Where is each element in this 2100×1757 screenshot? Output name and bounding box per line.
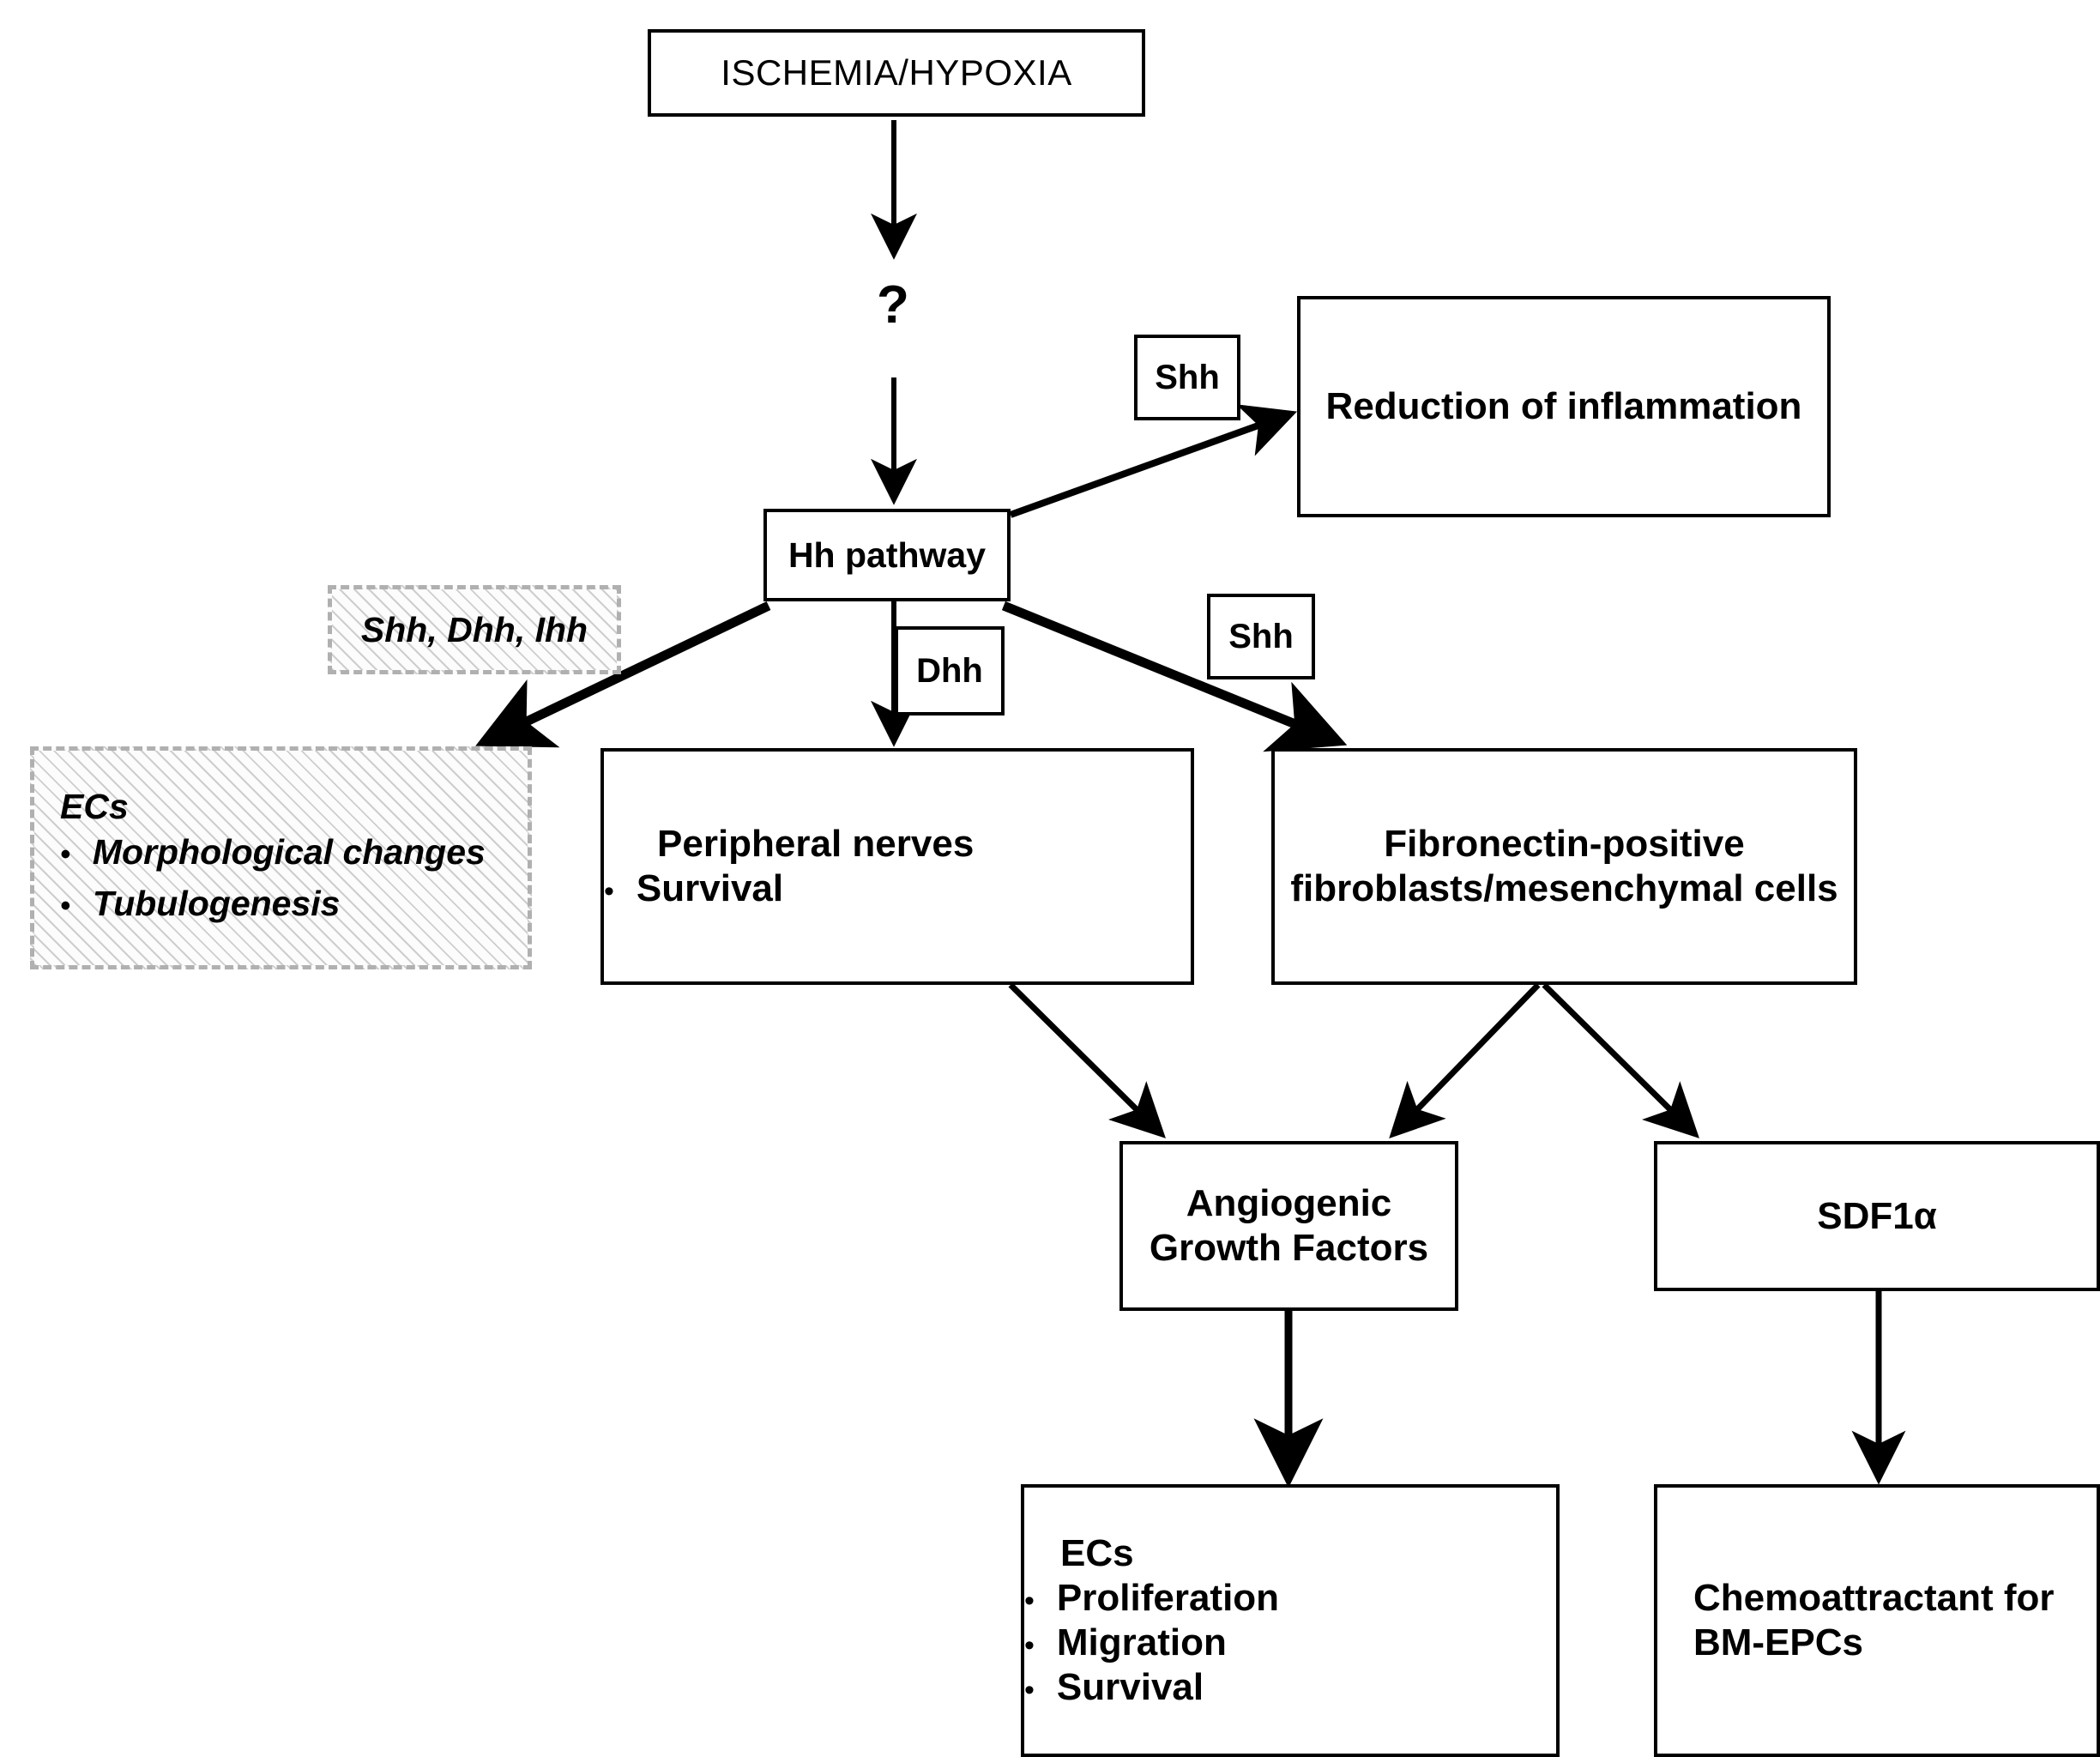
- bullet-dot: •: [1024, 1629, 1035, 1662]
- bullet-dot: •: [1024, 1585, 1035, 1618]
- node-chemoattractant-line1: Chemoattractant for: [1693, 1577, 2055, 1620]
- node-fibronectin-fibroblasts[interactable]: Fibronectin-positive fibroblasts/mesench…: [1271, 748, 1857, 985]
- bullet-dot: •: [604, 875, 614, 908]
- node-fibronectin-line2: fibroblasts/mesenchymal cells: [1290, 867, 1838, 909]
- node-angiogenic-growth-factors-line2: Growth Factors: [1149, 1227, 1429, 1269]
- bullet-label: Tubulogenesis: [92, 883, 341, 923]
- edge-label-shh-dhh-ihh: Shh, Dhh, Ihh: [328, 585, 621, 674]
- node-ecs-hatched-title: ECs: [60, 787, 129, 827]
- node-peripheral-nerves[interactable]: Peripheral nerves • Survival: [600, 748, 1194, 985]
- bullet-label: Migration: [1056, 1621, 1227, 1663]
- node-chemoattractant-line2: BM-EPCs: [1693, 1621, 1864, 1663]
- edge-label-shh-inflammation-text: Shh: [1155, 358, 1220, 396]
- edge-fibronectin-to-sdf1a: [1542, 982, 1699, 1138]
- edge-label-shh-fibronectin: Shh: [1207, 594, 1315, 679]
- node-reduction-of-inflammation-label: Reduction of inflammation: [1325, 385, 1802, 428]
- node-sdf1a[interactable]: SDF1α: [1654, 1141, 2100, 1291]
- bullet-label: Proliferation: [1056, 1577, 1280, 1620]
- node-hh-pathway-label: Hh pathway: [788, 534, 987, 575]
- node-fibronectin-line1: Fibronectin-positive: [1384, 823, 1745, 866]
- node-chemoattractant-bm-epcs[interactable]: Chemoattractant for BM-EPCs: [1654, 1484, 2100, 1757]
- list-item: • Survival: [604, 866, 1191, 911]
- node-ecs-hatched-bullets: • Morphological changes • Tubulogenesis: [60, 827, 528, 929]
- edge-label-shh-dhh-ihh-text: Shh, Dhh, Ihh: [360, 609, 588, 649]
- node-ecs-outcomes[interactable]: ECs • Proliferation • Migration • Surviv…: [1021, 1484, 1560, 1757]
- list-item: • Survival: [1024, 1665, 1556, 1710]
- node-peripheral-nerves-bullets: • Survival: [604, 866, 1191, 911]
- bullet-dot: •: [60, 889, 70, 922]
- bullet-label: Survival: [636, 867, 784, 909]
- node-ischemia-label: ISCHEMIA/HYPOXIA: [721, 52, 1072, 93]
- list-item: • Migration: [1024, 1621, 1556, 1665]
- bullet-dot: •: [1024, 1673, 1035, 1706]
- node-hh-pathway[interactable]: Hh pathway: [763, 509, 1011, 601]
- edge-label-shh-inflammation: Shh: [1134, 335, 1240, 420]
- node-ecs-outcomes-title: ECs: [1060, 1532, 1134, 1575]
- list-item: • Tubulogenesis: [60, 878, 528, 929]
- edge-nerves-to-agf: [1008, 982, 1166, 1138]
- node-sdf1a-label: SDF1α: [1817, 1194, 1937, 1237]
- edge-label-dhh-nerves-text: Dhh: [916, 651, 983, 690]
- node-reduction-of-inflammation[interactable]: Reduction of inflammation: [1297, 296, 1831, 517]
- bullet-dot: •: [60, 838, 70, 872]
- node-angiogenic-growth-factors[interactable]: Angiogenic Growth Factors: [1119, 1141, 1458, 1311]
- node-peripheral-nerves-title: Peripheral nerves: [657, 823, 975, 866]
- question-mark-label: ?: [877, 275, 909, 335]
- node-ischemia-hypoxia[interactable]: ISCHEMIA/HYPOXIA: [648, 29, 1145, 117]
- node-ecs-hatched[interactable]: ECs • Morphological changes • Tubulogene…: [30, 746, 532, 969]
- node-ecs-outcomes-bullets: • Proliferation • Migration • Survival: [1024, 1576, 1556, 1710]
- node-angiogenic-growth-factors-line1: Angiogenic: [1186, 1182, 1392, 1225]
- edge-fibronectin-to-agf: [1389, 982, 1541, 1139]
- list-item: • Proliferation: [1024, 1576, 1556, 1621]
- list-item: • Morphological changes: [60, 827, 528, 878]
- bullet-label: Survival: [1056, 1665, 1204, 1708]
- bullet-label: Morphological changes: [92, 832, 486, 872]
- edge-label-shh-fibronectin-text: Shh: [1228, 617, 1294, 655]
- edge-label-dhh-nerves: Dhh: [895, 626, 1005, 715]
- edge-hh-to-inflammation: [1009, 404, 1298, 518]
